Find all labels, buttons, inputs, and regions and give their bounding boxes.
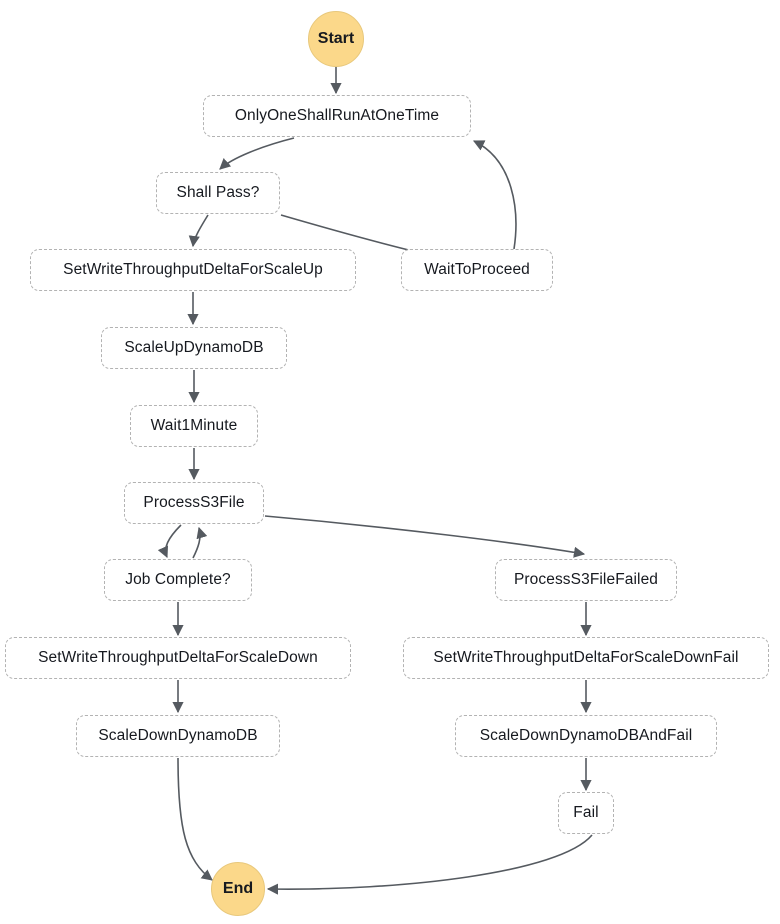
node-start[interactable]: Start [308,11,364,67]
edge-scaledown-to-end [177,757,213,881]
node-job-complete[interactable]: Job Complete? [104,559,252,601]
node-set-write-throughput-delta-for-scale-down-fail-label: SetWriteThroughputDeltaForScaleDownFail [433,649,739,666]
edge-process-to-jobcomplete [157,524,182,559]
node-set-write-throughput-delta-for-scale-down-fail[interactable]: SetWriteThroughputDeltaForScaleDownFail [403,637,769,679]
edge-waitproceed-to-onlyone [472,140,517,250]
node-wait-1-minute-label: Wait1Minute [150,417,238,434]
node-scale-up-dynamo-db-label: ScaleUpDynamoDB [124,339,264,356]
node-scale-down-dynamo-db[interactable]: ScaleDownDynamoDB [76,715,280,757]
node-set-write-throughput-delta-for-scale-up[interactable]: SetWriteThroughputDeltaForScaleUp [30,249,356,291]
node-only-one-shall-run-at-one-time-label: OnlyOneShallRunAtOneTime [234,107,440,124]
node-wait-to-proceed[interactable]: WaitToProceed [401,249,553,291]
node-wait-1-minute[interactable]: Wait1Minute [130,405,258,447]
node-fail-label: Fail [573,804,599,821]
node-only-one-shall-run-at-one-time[interactable]: OnlyOneShallRunAtOneTime [203,95,471,137]
node-scale-up-dynamo-db[interactable]: ScaleUpDynamoDB [101,327,287,369]
node-process-s3-file[interactable]: ProcessS3File [124,482,264,524]
node-set-write-throughput-delta-for-scale-up-label: SetWriteThroughputDeltaForScaleUp [63,261,323,278]
node-scale-down-dynamo-db-and-fail-label: ScaleDownDynamoDBAndFail [479,727,693,744]
node-start-label: Start [317,30,355,47]
node-scale-down-dynamo-db-label: ScaleDownDynamoDB [98,727,258,744]
edge-fail-to-end [266,834,593,895]
node-job-complete-label: Job Complete? [125,571,231,588]
node-set-write-throughput-delta-for-scale-down[interactable]: SetWriteThroughputDeltaForScaleDown [5,637,351,679]
node-fail[interactable]: Fail [558,792,614,834]
node-end[interactable]: End [211,862,265,916]
node-process-s3-file-failed[interactable]: ProcessS3FileFailed [495,559,677,601]
node-process-s3-file-label: ProcessS3File [143,494,245,511]
edge-jobcomplete-to-process [192,526,208,559]
node-process-s3-file-failed-label: ProcessS3FileFailed [513,571,659,588]
edge-process-to-procfailed [264,515,586,558]
node-shall-pass[interactable]: Shall Pass? [156,172,280,214]
edge-onlyone-to-shallpass [219,137,295,170]
node-shall-pass-label: Shall Pass? [176,184,260,201]
edge-shallpass-to-setupscale [188,214,209,248]
node-set-write-throughput-delta-for-scale-down-label: SetWriteThroughputDeltaForScaleDown [38,649,318,666]
node-wait-to-proceed-label: WaitToProceed [424,261,530,278]
node-end-label: End [222,880,254,897]
node-scale-down-dynamo-db-and-fail[interactable]: ScaleDownDynamoDBAndFail [455,715,717,757]
